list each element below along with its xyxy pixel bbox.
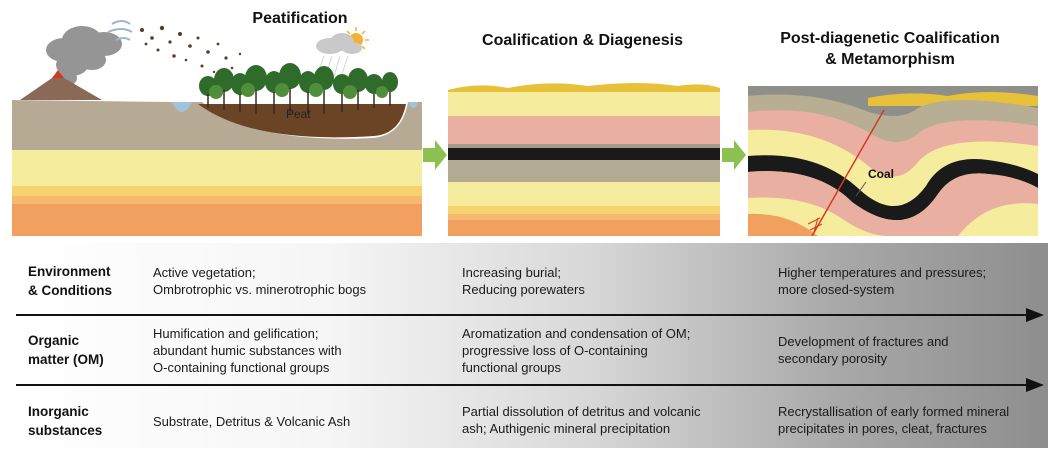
stratum-yellow (448, 206, 720, 214)
cell-inorganic-coalification: Partial dissolution of detritus and volc… (462, 403, 700, 437)
cell-inorganic-metamorphism: Recrystallisation of early formed minera… (778, 403, 1009, 437)
cell-line: Reducing porewaters (462, 282, 585, 297)
stage-title-peatification: Peatification (200, 8, 400, 29)
stratum-yellow (12, 186, 422, 196)
row-head-line: Environment (28, 264, 111, 279)
peat-label: Peat (286, 107, 311, 121)
row-arrow-icon (16, 308, 1044, 322)
cell-environment-metamorphism: Higher temperatures and pressures; more … (778, 264, 986, 298)
cell-organic-metamorphism: Development of fractures and secondary p… (778, 333, 949, 367)
cell-line: secondary porosity (778, 351, 888, 366)
stratum-pink (448, 116, 720, 144)
row-head-line: substances (28, 423, 103, 438)
cell-environment-coalification: Increasing burial; Reducing porewaters (462, 264, 585, 298)
stratum-orange-light (12, 196, 422, 204)
vegetation-trees (199, 63, 398, 114)
stage-arrow-icon (722, 140, 746, 170)
cell-line: abundant humic substances with (153, 343, 342, 358)
fracture-line (811, 109, 885, 236)
fracture-marks (807, 217, 823, 233)
cell-inorganic-peatification: Substrate, Detritus & Volcanic Ash (153, 413, 350, 430)
cell-organic-peatification: Humification and gelification; abundant … (153, 325, 342, 376)
row-head-line: Organic (28, 333, 80, 348)
stratum-orange (12, 204, 422, 236)
stage-title-line: Peatification (252, 10, 348, 27)
row-head-organic-matter: Organic matter (OM) (28, 331, 143, 369)
peat-layer (198, 104, 406, 138)
stratum-light-yellow (12, 150, 422, 186)
row-arrow-icon (16, 378, 1044, 392)
stratum-grey (448, 144, 720, 148)
stratum-light-yellow (448, 92, 720, 116)
stratum-orange-light (448, 214, 720, 220)
folded-stratum-right-yellow (958, 203, 1038, 236)
cell-line: more closed-system (778, 282, 895, 297)
cell-line: Higher temperatures and pressures; (778, 265, 987, 280)
volcano-lava (52, 70, 64, 78)
stratum-light-yellow (448, 182, 720, 206)
cell-line: Active vegetation; (153, 265, 256, 280)
stage-title-coalification: Coalification & Diagenesis (445, 30, 720, 51)
ground-surface-layer (12, 100, 422, 150)
process-table (12, 243, 1048, 448)
stage-title-metamorphism: Post-diagenetic Coalification & Metamorp… (745, 28, 1035, 70)
cell-line: precipitates in pores, cleat, fractures (778, 421, 987, 436)
cell-line: Ombrotrophic vs. minerotrophic bogs (153, 282, 367, 297)
coalification-panel (448, 83, 720, 236)
coal-pointer-line (855, 181, 867, 197)
cell-line: Humification and gelification; (153, 326, 319, 341)
stage-title-line: Coalification & Diagenesis (482, 32, 683, 49)
cloud-icon (316, 33, 362, 54)
coal-label: Coal (868, 167, 895, 181)
row-head-line: matter (OM) (28, 352, 104, 367)
cell-line: Partial dissolution of detritus and volc… (462, 404, 701, 419)
cell-line: ash; Authigenic mineral precipitation (462, 421, 671, 436)
cell-line: Recrystallisation of early formed minera… (778, 404, 1010, 419)
cell-line: functional groups (462, 360, 562, 375)
stage-arrow-icon (423, 140, 447, 170)
water-pool (408, 102, 418, 108)
cell-line: progressive loss of O-containing (462, 343, 648, 358)
cell-line: Increasing burial; (462, 265, 561, 280)
surface-sediment (448, 83, 720, 92)
water-pool (172, 102, 192, 112)
row-head-line: & Conditions (28, 283, 112, 298)
volcano (20, 78, 102, 100)
folded-stratum-lower-orange (748, 213, 818, 236)
cell-line: Substrate, Detritus & Volcanic Ash (153, 414, 351, 429)
folded-coal-seam (748, 155, 1038, 221)
stage-title-line: & Metamorphism (825, 51, 955, 68)
peatification-panel (12, 20, 422, 236)
wind-icon (107, 20, 133, 41)
cell-environment-peatification: Active vegetation; Ombrotrophic vs. mine… (153, 264, 366, 298)
row-head-inorganic: Inorganic substances (28, 402, 143, 440)
cell-line: O-containing functional groups (153, 360, 330, 375)
stratum-grey (448, 160, 720, 182)
stage-title-line: Post-diagenetic Coalification (780, 30, 1000, 47)
cell-line: Aromatization and condensation of OM; (462, 326, 691, 341)
row-head-line: Inorganic (28, 404, 89, 419)
row-head-environment: Environment & Conditions (28, 262, 143, 300)
coal-seam (448, 148, 720, 160)
cell-organic-coalification: Aromatization and condensation of OM; pr… (462, 325, 690, 376)
metamorphism-panel (748, 86, 1038, 236)
cell-line: Development of fractures and (778, 334, 949, 349)
volcanic-ash-particles (140, 25, 242, 74)
stratum-orange (448, 220, 720, 236)
